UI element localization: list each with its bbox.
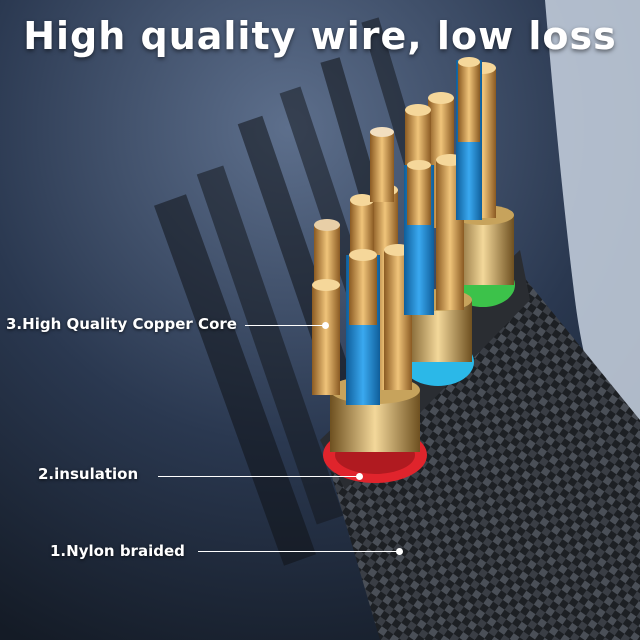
blue-insulated-wires bbox=[346, 57, 482, 405]
headline: High quality wire, low loss bbox=[23, 14, 617, 58]
leader-line-insulation bbox=[158, 476, 358, 477]
callout-copper-core: 3.High Quality Copper Core bbox=[6, 315, 237, 333]
leader-line-copper-core bbox=[245, 325, 325, 326]
callout-insulation: 2.insulation bbox=[38, 465, 139, 483]
light-panel bbox=[545, 0, 640, 480]
braided-jacket bbox=[330, 260, 640, 640]
leader-dot-insulation bbox=[356, 473, 363, 480]
leader-dot-copper-core bbox=[322, 322, 329, 329]
leader-line-nylon-braided bbox=[198, 551, 398, 552]
callout-nylon-braided: 1.Nylon braided bbox=[50, 542, 185, 560]
leader-dot-nylon-braided bbox=[396, 548, 403, 555]
